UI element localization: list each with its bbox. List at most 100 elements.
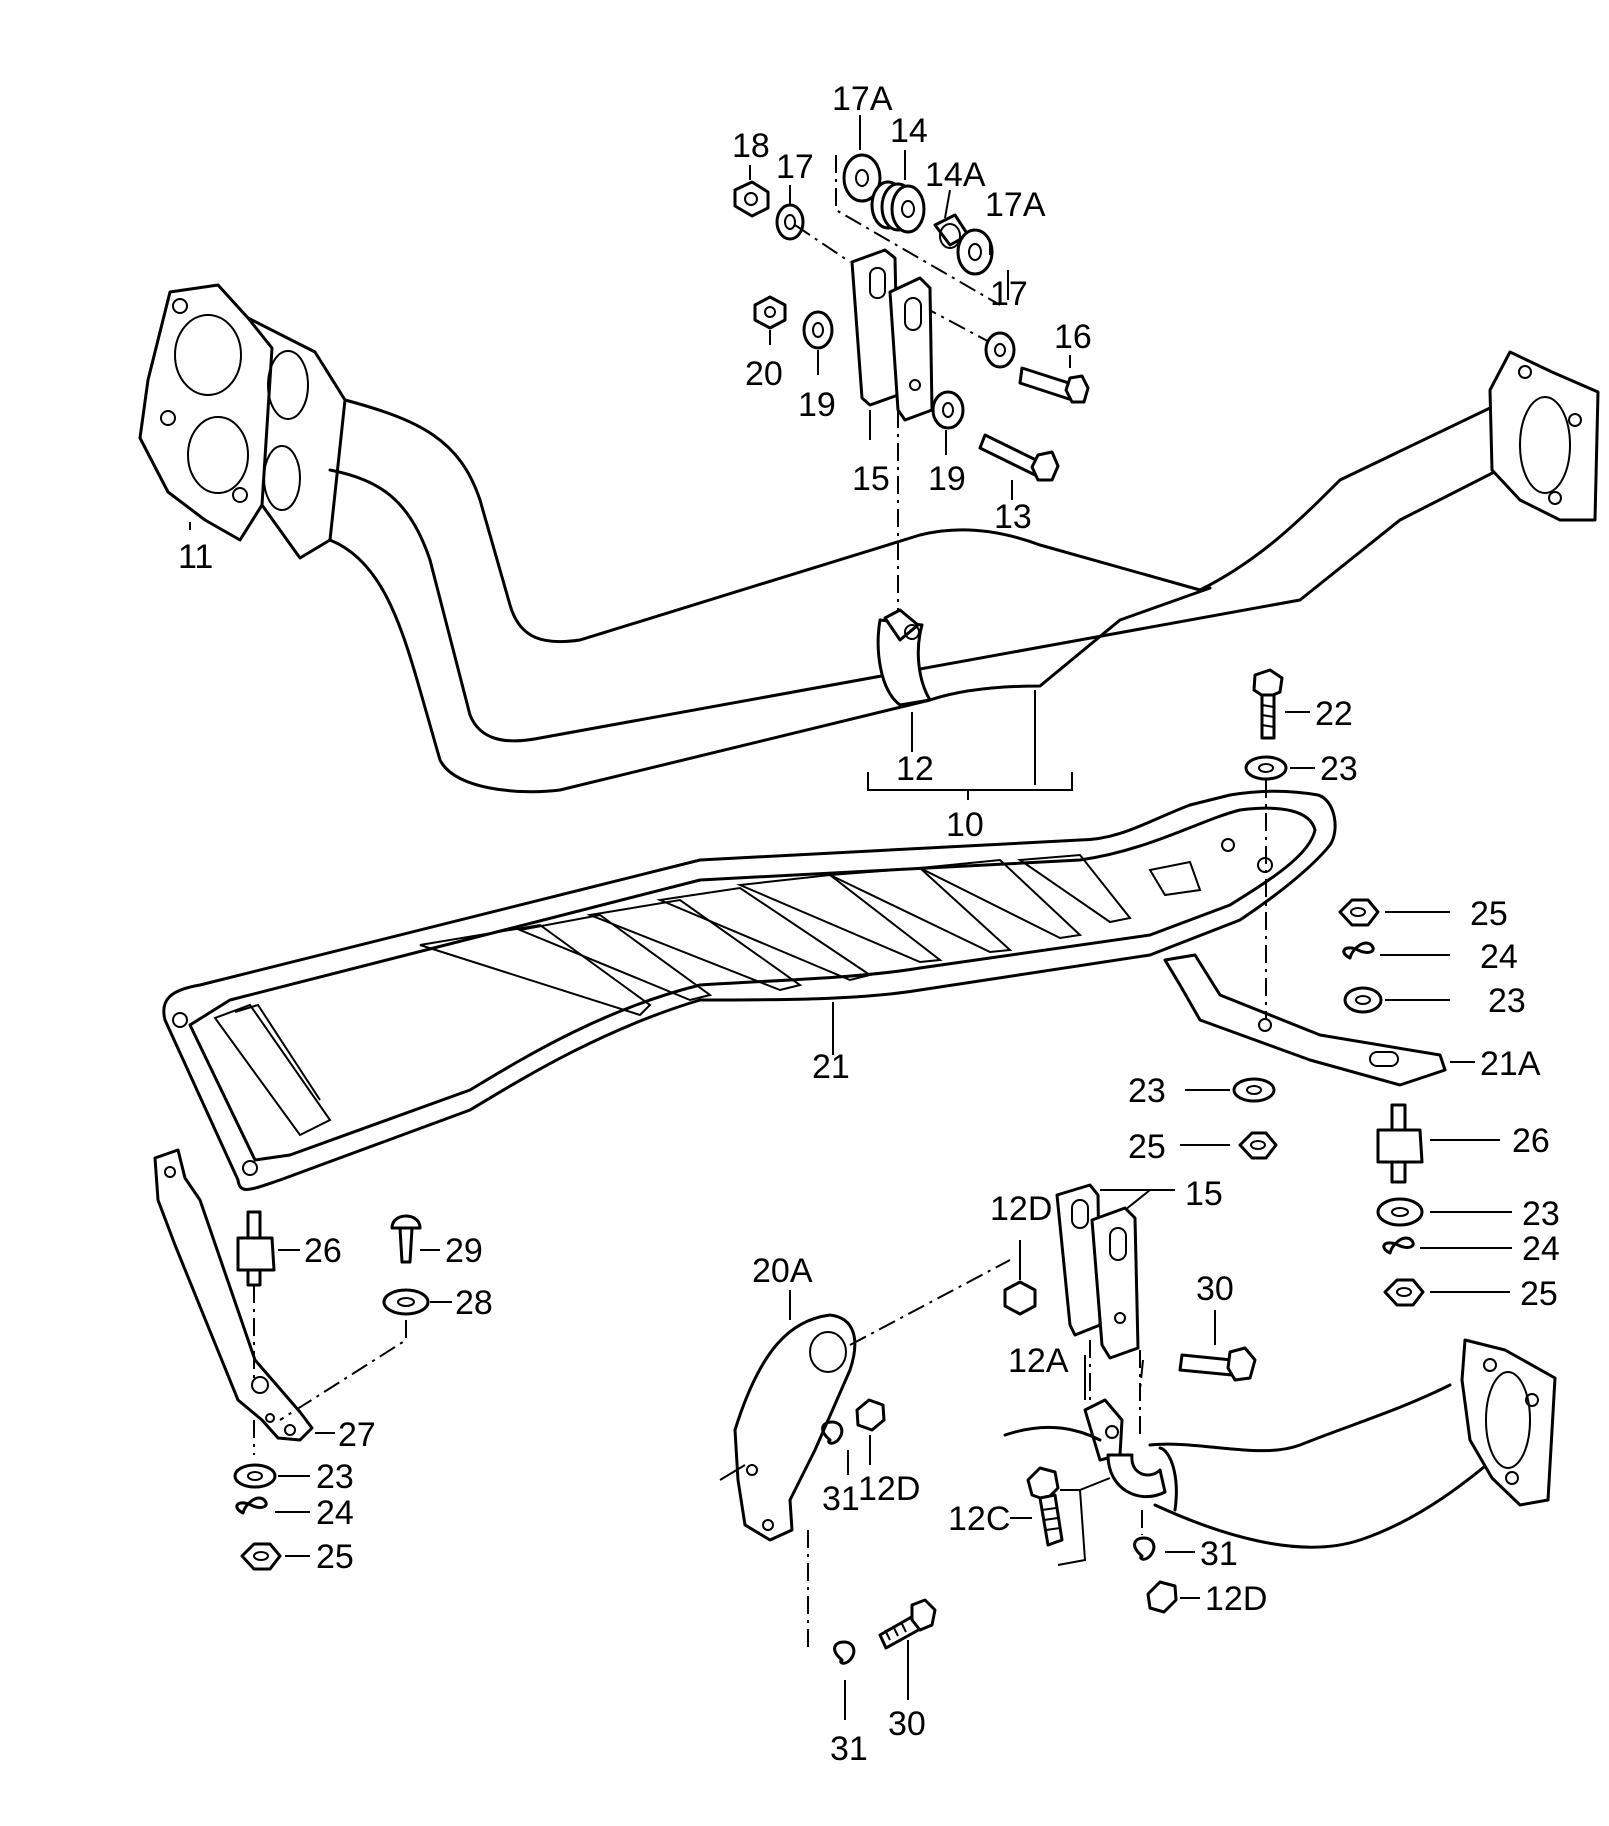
callout-16: 16 bbox=[1054, 318, 1092, 356]
callout-15-bottom: 15 bbox=[1185, 1175, 1223, 1213]
spring-washer-icon bbox=[1342, 941, 1375, 960]
bolt-icon bbox=[1178, 1346, 1257, 1382]
callout-24-b: 24 bbox=[1522, 1230, 1560, 1268]
heat-shield bbox=[162, 789, 1337, 1191]
washer-icon bbox=[956, 228, 994, 276]
callout-31-mid: 31 bbox=[822, 1480, 860, 1518]
callout-10: 10 bbox=[946, 806, 984, 844]
hex-nut-icon bbox=[240, 1542, 282, 1571]
callout-30-top: 30 bbox=[1196, 1270, 1234, 1308]
callout-27: 27 bbox=[338, 1416, 376, 1454]
callout-14: 14 bbox=[890, 112, 928, 150]
callout-12a: 12A bbox=[1008, 1342, 1069, 1380]
washer-icon bbox=[802, 310, 834, 350]
callout-31-bottom: 31 bbox=[830, 1730, 868, 1768]
spring-washer-icon bbox=[235, 1496, 268, 1515]
hanger-plate bbox=[1055, 1183, 1102, 1337]
hex-nut-icon bbox=[733, 180, 770, 218]
hanger-plate bbox=[1090, 1206, 1140, 1360]
washer-icon bbox=[1376, 1197, 1424, 1227]
rubber-mount-icon bbox=[236, 1210, 276, 1287]
bolt-icon bbox=[1026, 1466, 1064, 1547]
callout-14a: 14A bbox=[925, 156, 986, 194]
callout-19-left: 19 bbox=[798, 386, 836, 424]
front-exhaust-pipe bbox=[138, 283, 1600, 800]
hex-nut-icon bbox=[1238, 1131, 1278, 1160]
pipe-clamp bbox=[1083, 1398, 1124, 1462]
bolt-icon bbox=[1252, 668, 1284, 740]
hex-nut-icon bbox=[753, 295, 787, 330]
left-bracket bbox=[153, 1148, 452, 1571]
callout-28: 28 bbox=[455, 1284, 493, 1322]
shield-bracket bbox=[1163, 953, 1447, 1087]
shield-ribs bbox=[213, 853, 1202, 1137]
washer-icon bbox=[931, 390, 965, 430]
rear-pipe-flange bbox=[1488, 350, 1600, 522]
pipe-clamp bbox=[876, 618, 932, 707]
bolt-icon bbox=[390, 1214, 422, 1264]
washer-icon bbox=[1232, 1077, 1276, 1103]
callout-21a: 21A bbox=[1480, 1045, 1541, 1083]
callout-23-c: 23 bbox=[1128, 1072, 1166, 1110]
callout-25-b: 25 bbox=[1128, 1128, 1166, 1166]
callout-12d-mid: 12D bbox=[858, 1470, 920, 1508]
callout-31-right: 31 bbox=[1200, 1535, 1238, 1573]
callout-12c: 12C bbox=[948, 1500, 1010, 1538]
callout-25-d: 25 bbox=[316, 1538, 354, 1576]
right-hardware bbox=[1180, 668, 1512, 1307]
callout-24-a: 24 bbox=[1480, 938, 1518, 976]
washer-icon bbox=[233, 1463, 277, 1489]
lock-washer-icon bbox=[833, 1640, 856, 1665]
callout-17a-right: 17A bbox=[985, 186, 1046, 224]
callout-13: 13 bbox=[994, 498, 1032, 536]
callout-23-a: 23 bbox=[1320, 750, 1358, 788]
callout-25-a: 25 bbox=[1470, 895, 1508, 933]
rear-pipe-flange bbox=[1460, 1338, 1557, 1507]
callout-17a-top: 17A bbox=[832, 80, 893, 118]
bolt-icon bbox=[1018, 366, 1090, 404]
callout-11: 11 bbox=[178, 538, 213, 576]
washer-icon bbox=[1343, 986, 1383, 1014]
rubber-mount-icon bbox=[1376, 1103, 1424, 1184]
callout-23-d: 23 bbox=[1522, 1195, 1560, 1233]
lock-washer-icon bbox=[821, 1420, 844, 1445]
callout-labels: 18 17A 14 14A 17 17A 17 16 20 19 15 19 1… bbox=[178, 80, 1560, 1768]
hanger-assembly-top bbox=[733, 115, 1090, 612]
callout-22: 22 bbox=[1315, 695, 1353, 733]
hex-nut-icon bbox=[1003, 1280, 1037, 1316]
callout-20: 20 bbox=[745, 355, 783, 393]
spring-washer-icon bbox=[1382, 1236, 1415, 1255]
lock-washer-icon bbox=[1133, 1536, 1156, 1561]
hex-nut-icon bbox=[855, 1398, 886, 1432]
hex-nut-icon bbox=[1383, 1278, 1425, 1307]
callout-19-right: 19 bbox=[928, 460, 966, 498]
callout-23-e: 23 bbox=[316, 1458, 354, 1496]
hanger-plate bbox=[888, 276, 934, 422]
callout-17-top: 17 bbox=[776, 148, 814, 186]
callout-26-right: 26 bbox=[1512, 1122, 1550, 1160]
callout-17-right: 17 bbox=[990, 275, 1028, 313]
callout-12: 12 bbox=[896, 750, 934, 788]
callout-12d-bottom: 12D bbox=[1205, 1580, 1267, 1618]
callout-30-bottom: 30 bbox=[888, 1705, 926, 1743]
manifold-flange bbox=[138, 283, 274, 542]
washer-icon bbox=[842, 153, 882, 203]
rubber-bushing-icon bbox=[870, 180, 926, 234]
callout-29: 29 bbox=[445, 1232, 483, 1270]
hex-nut-icon bbox=[1338, 898, 1380, 927]
callout-26-left: 26 bbox=[304, 1232, 342, 1270]
callout-20a: 20A bbox=[752, 1252, 813, 1290]
washer-icon bbox=[984, 331, 1016, 369]
callout-15-top: 15 bbox=[852, 460, 890, 498]
callout-18: 18 bbox=[732, 127, 770, 165]
washer-icon bbox=[775, 203, 805, 241]
washer-icon bbox=[1244, 755, 1288, 781]
callout-23-b: 23 bbox=[1488, 982, 1526, 1020]
lower-pipe-assembly bbox=[719, 1183, 1557, 1720]
callout-21: 21 bbox=[812, 1048, 850, 1086]
callout-12d-top: 12D bbox=[990, 1190, 1052, 1228]
hex-nut-icon bbox=[1146, 1580, 1178, 1614]
callout-25-c: 25 bbox=[1520, 1275, 1558, 1313]
washer-icon bbox=[382, 1288, 430, 1316]
